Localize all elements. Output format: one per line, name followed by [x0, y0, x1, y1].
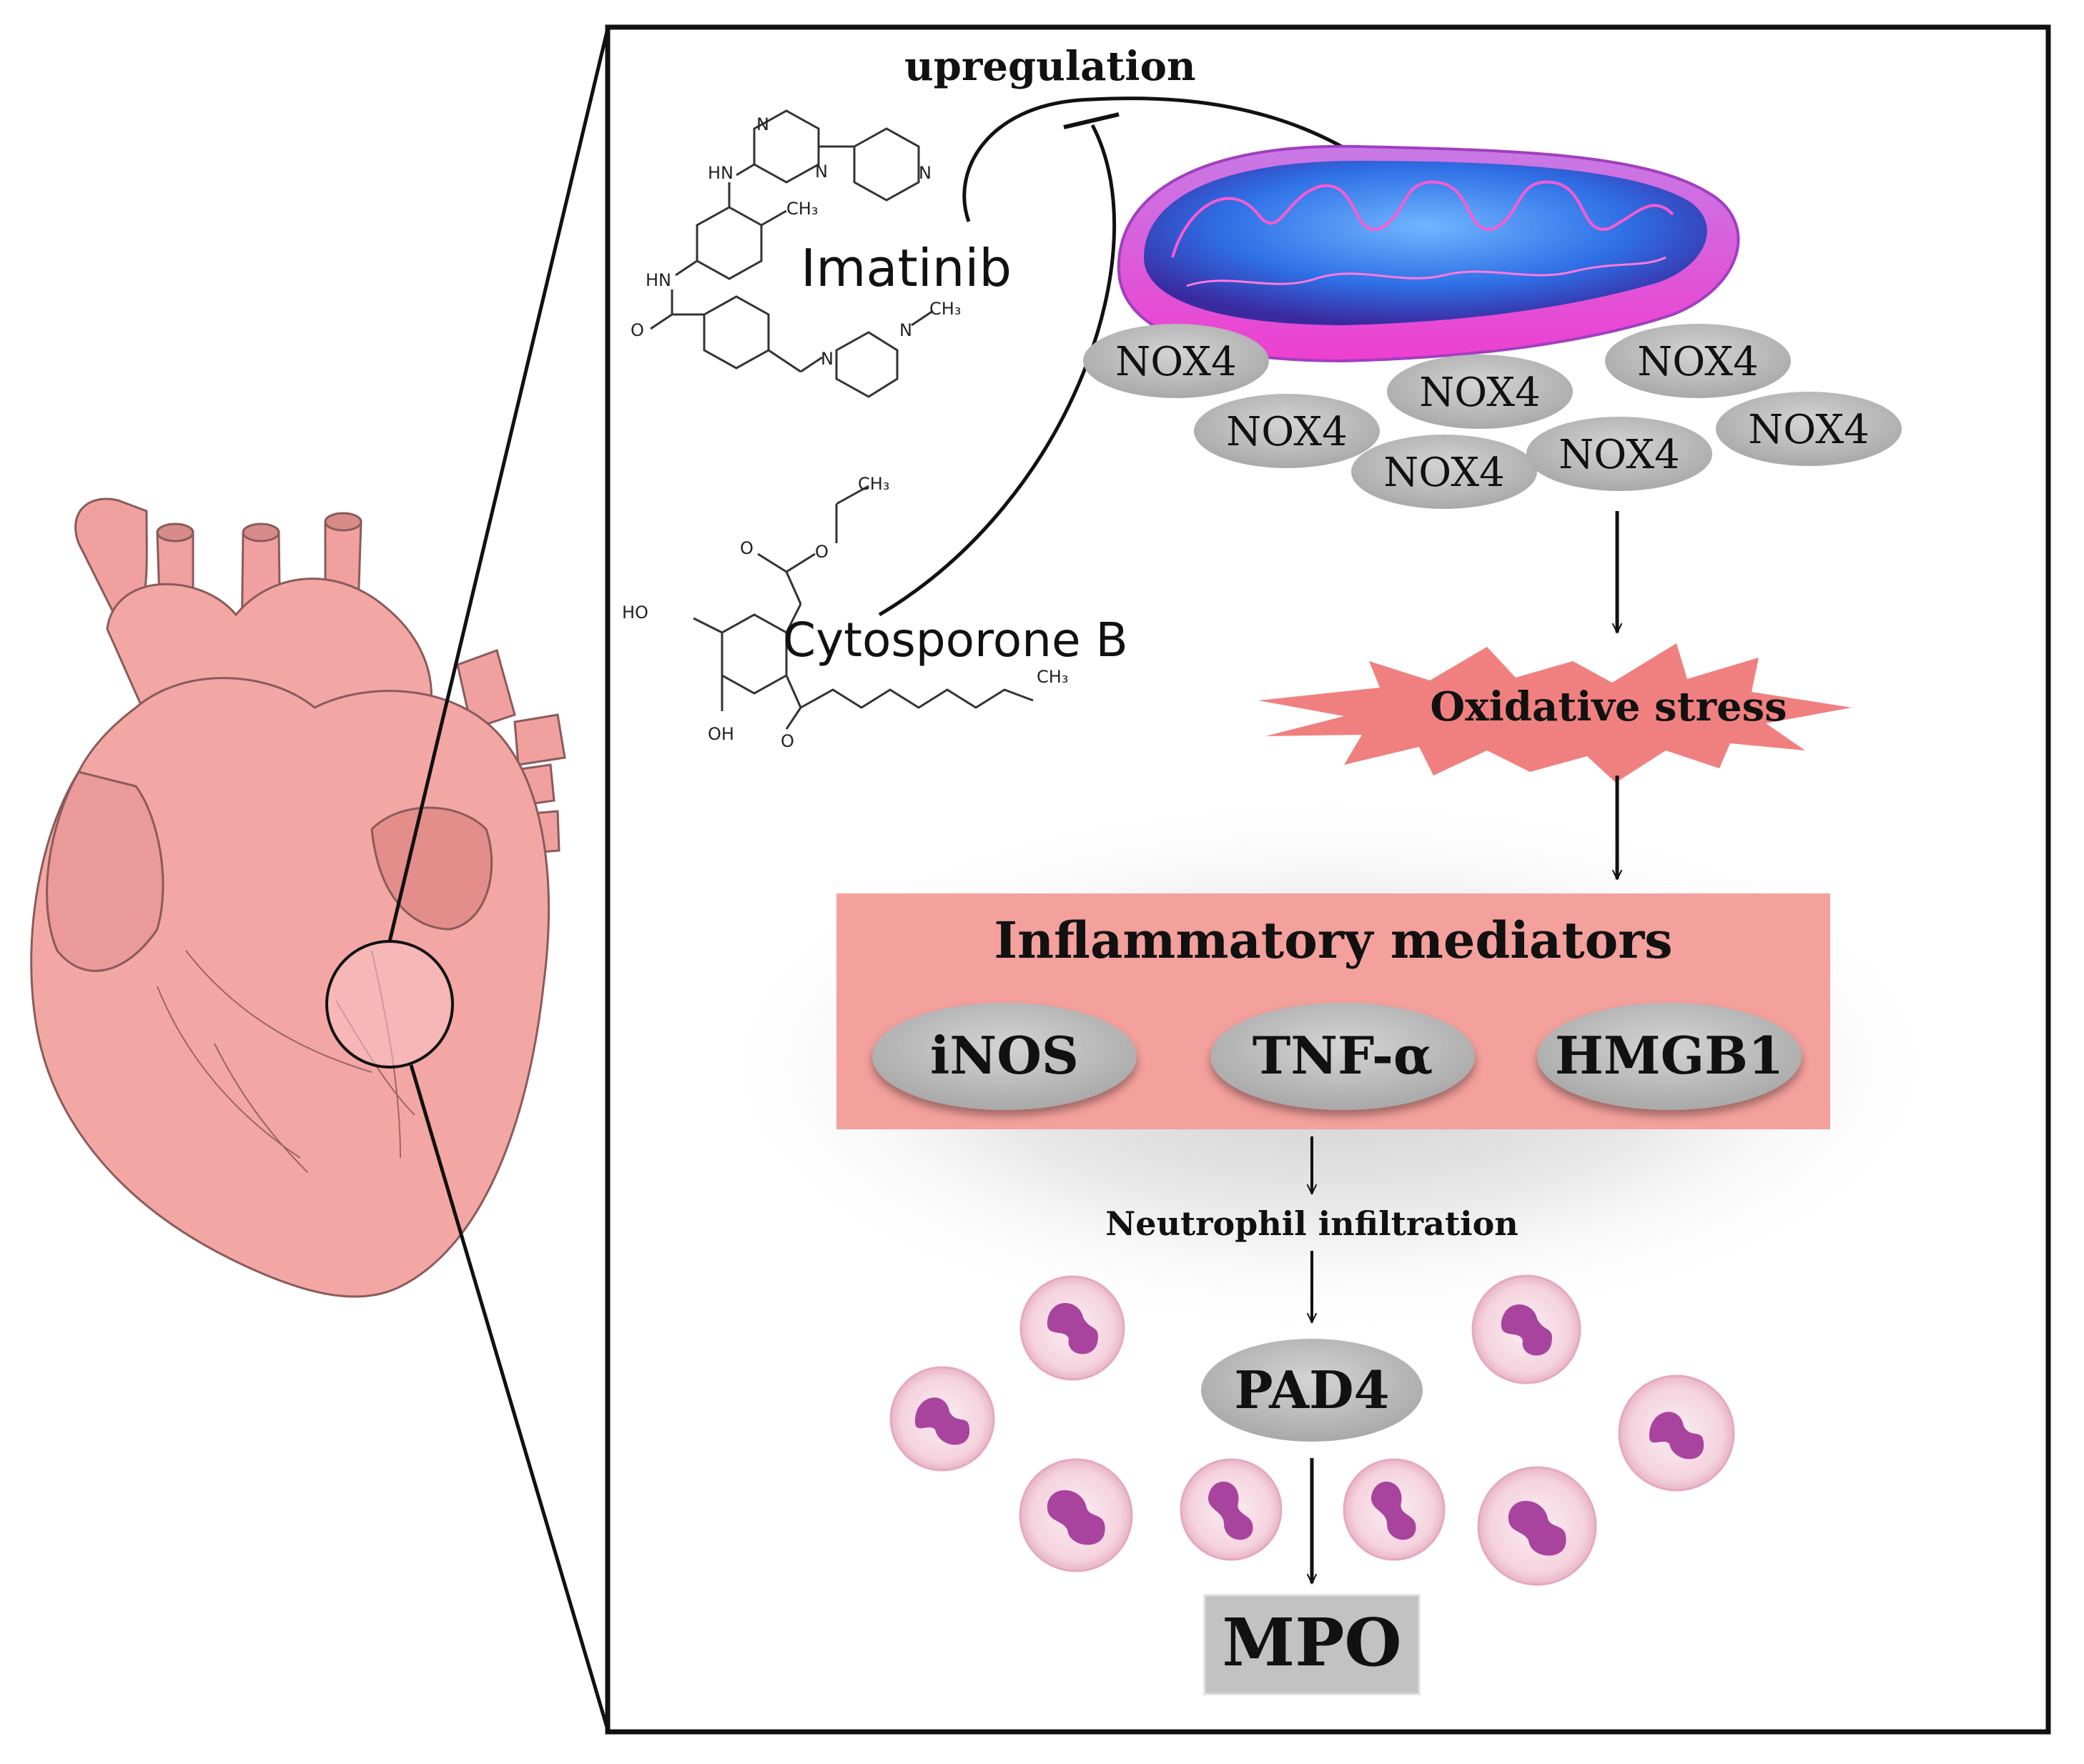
pad4-label: PAD4 — [1234, 1359, 1389, 1420]
atom-o-carbonyl: O — [631, 320, 644, 340]
atom-n-pyridine: N — [919, 163, 932, 183]
atom-ch3-piperazine: CH₃ — [929, 299, 961, 319]
heart-body — [30, 677, 550, 1298]
neutrophil-cell-2 — [889, 1366, 995, 1472]
zoom-line-bottom — [409, 1064, 610, 1730]
atom-hn-amide: HN — [646, 270, 671, 290]
atom-hn-upper: HN — [708, 163, 734, 183]
neutrophil-cell-7 — [1471, 1274, 1581, 1384]
mitochondrion — [1117, 144, 1740, 363]
oxidative-stress-label: Oxidative stress — [1430, 683, 1787, 730]
mediator-inos-label: iNOS — [930, 1025, 1079, 1086]
oxidative-stress-burst: Oxidative stress — [1258, 643, 1852, 783]
imatinib-structure: N N N HN CH₃ HN O N N CH₃ — [631, 109, 961, 398]
pad4-ellipse — [1201, 1339, 1423, 1442]
mediator-hmgb1 — [1537, 1003, 1802, 1110]
atom-n-piperazine-1: N — [821, 349, 834, 369]
inhibition-bar — [1063, 112, 1120, 129]
nox4-ellipse-6: NOX4 — [1526, 417, 1712, 491]
nox4-ellipse-7: NOX4 — [1716, 392, 1902, 466]
mpo-label: MPO — [1222, 1604, 1401, 1681]
mediator-hmgb1-label: HMGB1 — [1555, 1025, 1784, 1086]
oxidative-stress-spike — [1258, 643, 1852, 783]
zoom-line-top — [387, 28, 610, 942]
nox4-ellipse-5: NOX4 — [1351, 435, 1537, 509]
coronary-vein-5 — [214, 1043, 308, 1173]
nox4-ellipse-2: NOX4 — [1387, 355, 1573, 429]
neutrophil-cell-8 — [1618, 1374, 1735, 1492]
imatinib-label: Imatinib — [801, 238, 1012, 298]
inhibition-arc — [878, 124, 1117, 617]
coronary-vein-2 — [157, 986, 301, 1159]
nox4-label-2: NOX4 — [1419, 370, 1540, 416]
nox4-ellipse-3: NOX4 — [1605, 324, 1791, 398]
atom-n-pyrimidine-2: N — [815, 162, 828, 182]
heart-illustration — [30, 497, 566, 1298]
nox4-label-1: NOX4 — [1115, 339, 1236, 385]
nox4-label-3: NOX4 — [1637, 339, 1758, 385]
atom-n-pyrimidine-1: N — [756, 114, 769, 134]
nox4-label-5: NOX4 — [1383, 450, 1504, 496]
magnifier-circle — [325, 940, 454, 1069]
cytosporone-b-label: Cytosporone B — [783, 613, 1128, 668]
atom-o-ketone: O — [781, 731, 794, 751]
right-vessel-1 — [513, 713, 566, 766]
nox4-ellipse-1: NOX4 — [1083, 324, 1269, 398]
mpo-box — [1203, 1594, 1421, 1695]
atom-o-ester: O — [815, 542, 829, 562]
atom-oh: OH — [708, 724, 734, 744]
nox4-label-7: NOX4 — [1748, 407, 1869, 453]
inflammatory-mediators-title: Inflammatory mediators — [994, 911, 1672, 970]
pulmonary-vessel — [456, 649, 516, 730]
mito-cristae — [1171, 180, 1674, 258]
vessel-2-opening — [242, 522, 280, 542]
pyrimidine-ring — [753, 109, 820, 184]
neutrophil-infiltration-label: Neutrophil infiltration — [1105, 1204, 1518, 1243]
vessel-1-opening — [156, 522, 194, 542]
mediator-inos — [872, 1003, 1137, 1110]
neutrophil-cells — [889, 1274, 1735, 1586]
atom-o-ester-carbonyl: O — [740, 538, 754, 558]
octyl-chain — [800, 688, 1034, 709]
atom-ho: HO — [622, 603, 648, 623]
atom-n-piperazine-2: N — [899, 320, 912, 340]
mediator-tnf-alpha-label: TNF-α — [1253, 1025, 1433, 1086]
pyridine-ring — [853, 127, 920, 202]
mito-cristae-inner — [1186, 256, 1666, 287]
neutrophil-cell-5 — [1343, 1458, 1446, 1561]
neutrophil-cell-6 — [1477, 1466, 1597, 1586]
upregulation-label: upregulation — [904, 43, 1196, 90]
nox4-label-6: NOX4 — [1559, 432, 1679, 478]
atom-ch3-octyl: CH₃ — [1037, 667, 1068, 687]
piperazine-ring — [835, 331, 899, 398]
coronary-vein-1 — [185, 950, 372, 1073]
mediator-tnf-alpha — [1210, 1003, 1475, 1110]
nox4-ellipse-4: NOX4 — [1194, 394, 1380, 468]
cytosporone-b-structure: HO OH O O CH₃ O CH₃ — [622, 474, 1068, 751]
atom-ch3-ethyl: CH₃ — [858, 474, 889, 494]
nox4-cluster: NOX4 NOX4 NOX4 NOX4 NOX4 NOX4 NOX4 — [1083, 324, 1902, 509]
neutrophil-cell-3 — [1019, 1458, 1133, 1572]
neutrophil-cell-1 — [1019, 1275, 1125, 1381]
atom-ch3-phenyl: CH₃ — [786, 199, 818, 219]
neutrophil-cell-4 — [1180, 1458, 1283, 1561]
vessel-3-opening — [324, 512, 362, 532]
nox4-label-4: NOX4 — [1226, 409, 1347, 455]
right-atrium — [46, 770, 164, 972]
